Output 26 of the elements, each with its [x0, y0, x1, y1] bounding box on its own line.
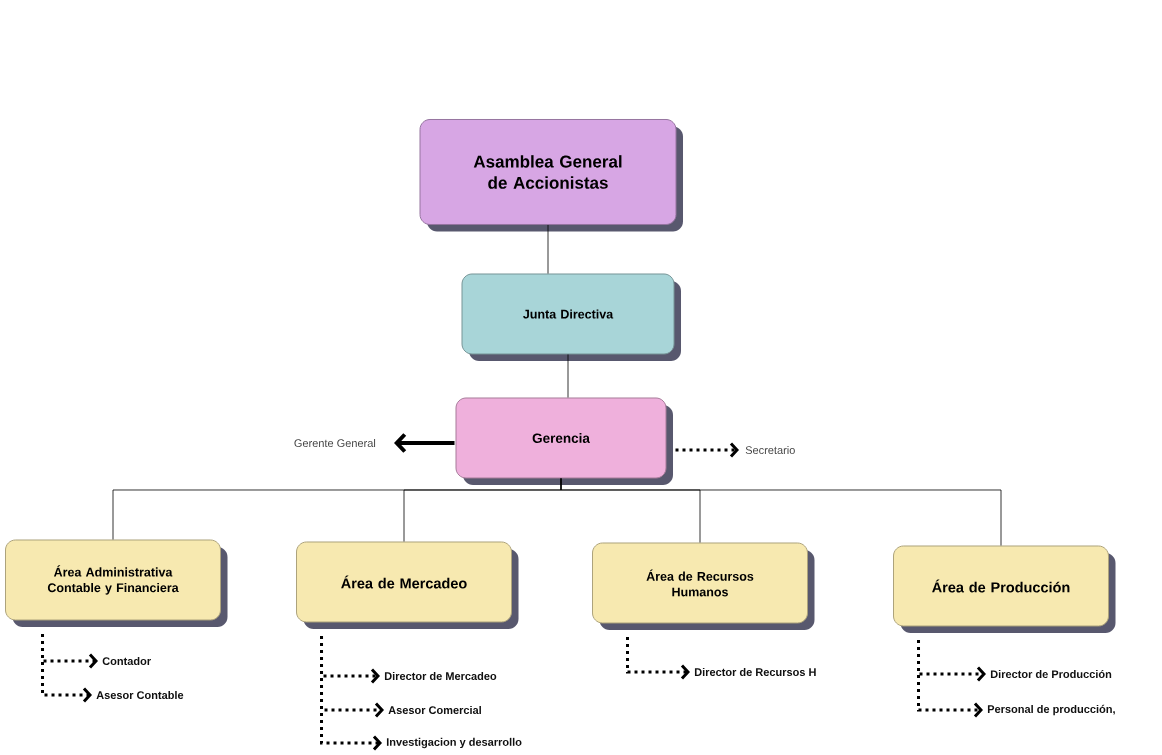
org-box: Área de Mercadeo [296, 541, 519, 629]
role-label: Contador [102, 656, 151, 666]
arrow [675, 442, 739, 458]
role-label: Gerente General [294, 438, 376, 448]
connector-line [547, 224, 549, 274]
arrow [394, 433, 455, 453]
role-label: Secretario [745, 445, 795, 455]
org-box: Gerencia [455, 397, 673, 485]
role-label: Director de Recursos H [694, 667, 816, 677]
arrow [626, 637, 690, 680]
role-label: Asesor Contable [96, 690, 184, 700]
role-label: Investigacion y desarrollo [386, 737, 522, 749]
org-box: Área de Recursos Humanos [592, 542, 815, 630]
role-label: Personal de producción, [987, 704, 1115, 716]
connector-line [560, 478, 1002, 546]
org-box: Junta Directiva [461, 273, 681, 361]
arrow [917, 640, 983, 718]
role-label: Director de Producción [990, 669, 1112, 679]
role-label: Asesor Comercial [388, 705, 481, 715]
connector-line [567, 354, 569, 398]
org-box: Asamblea General de Accionistas [419, 119, 683, 232]
org-box: Área de Producción [893, 545, 1116, 633]
arrow [41, 634, 92, 703]
org-box: Área Administrativa Contable y Financiera [5, 539, 228, 627]
role-label: Director de Mercadeo [384, 671, 497, 681]
arrow [320, 636, 382, 751]
